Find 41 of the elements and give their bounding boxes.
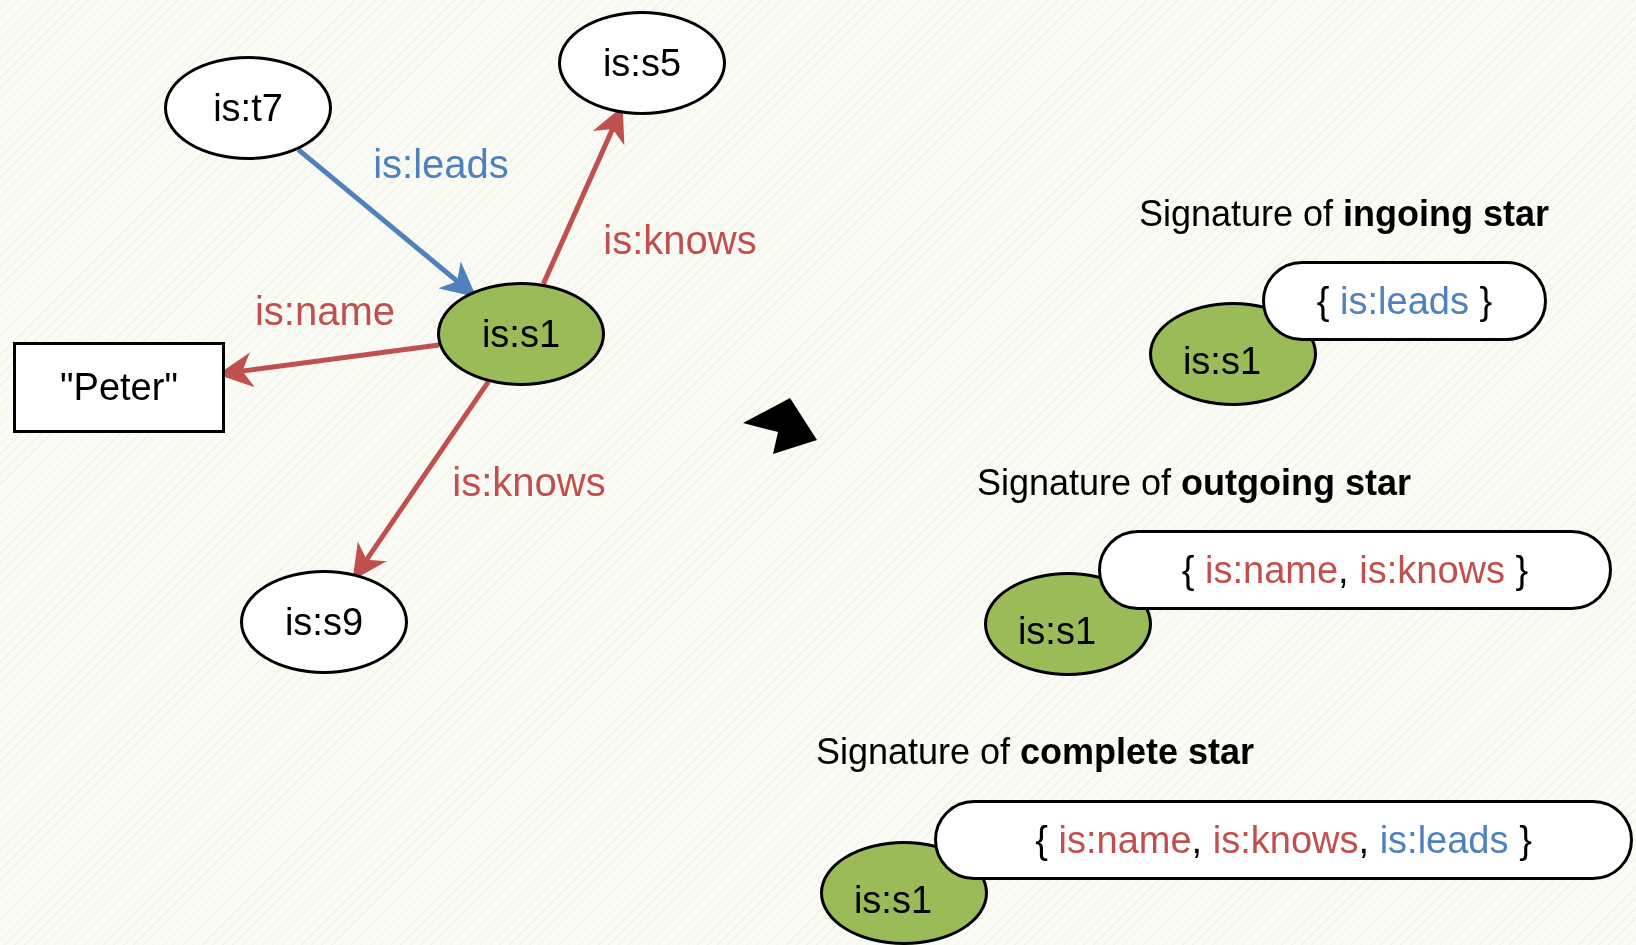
node-label: is:leads (1340, 279, 1469, 323)
node-label: is:leads (1379, 818, 1509, 862)
node-label: } (1519, 818, 1532, 862)
node-label: } (1515, 548, 1529, 592)
ellipse-node (558, 11, 726, 115)
edge-label: is:knows (603, 217, 757, 263)
node-label: is:s1 (481, 312, 561, 356)
node-label: is:t7 (213, 86, 283, 130)
signature-pill (934, 800, 1633, 880)
signature-heading: Signature of ingoing star (1138, 193, 1550, 235)
node-label: is:s9 (284, 600, 364, 644)
node-label: is:knows (1359, 548, 1505, 592)
node-label: , (1338, 548, 1349, 592)
node-label: is:knows (1212, 818, 1359, 862)
node-label: , (1191, 818, 1203, 862)
literal-box (13, 342, 225, 433)
node-label: is:s5 (602, 41, 682, 85)
ellipse-node (437, 282, 605, 386)
signature-pill (1098, 530, 1612, 610)
node-label: , (1358, 818, 1370, 862)
node-label: is:name (1058, 818, 1192, 862)
ellipse-node (240, 570, 408, 674)
ellipse-node (1149, 302, 1317, 406)
ellipse-node (820, 841, 988, 945)
signature-heading: Signature of outgoing star (976, 462, 1412, 504)
node-label: is:s1 (1017, 609, 1097, 653)
node-label: { (1316, 279, 1330, 323)
node-label: is:name (1205, 548, 1339, 592)
node-label: { (1181, 548, 1195, 592)
node-label: { (1035, 818, 1048, 862)
node-label: "Peter" (60, 366, 178, 409)
ellipse-node (984, 572, 1152, 676)
node-label: is:s1 (853, 878, 933, 922)
signature-heading: Signature of complete star (815, 731, 1255, 773)
node-label: is:s1 (1182, 339, 1262, 383)
edge-label: is:leads (373, 141, 509, 187)
node-label: } (1479, 279, 1493, 323)
edge-label: is:knows (452, 459, 606, 505)
ellipse-node (164, 56, 332, 160)
signature-pill (1262, 261, 1547, 341)
edge-label: is:name (254, 288, 396, 334)
